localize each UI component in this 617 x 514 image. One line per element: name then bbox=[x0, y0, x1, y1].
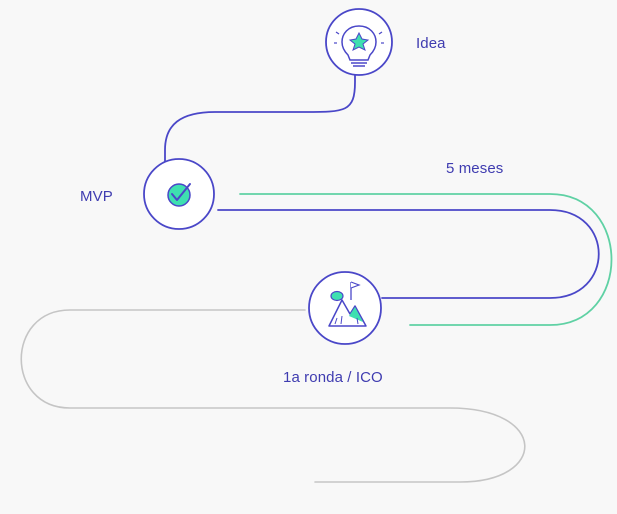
duration-label: 5 meses bbox=[446, 160, 504, 177]
future-path bbox=[20, 309, 526, 483]
milestone-label-idea: Idea bbox=[416, 35, 446, 52]
lightbulb-star-icon bbox=[334, 25, 384, 67]
main-path-lower bbox=[217, 209, 600, 299]
milestone-idea-node bbox=[325, 8, 393, 76]
duration-path bbox=[239, 193, 613, 326]
checkmark-icon bbox=[167, 183, 191, 207]
main-path bbox=[164, 69, 356, 171]
milestone-mvp-node bbox=[143, 158, 215, 230]
milestone-label-ico: 1a ronda / ICO bbox=[283, 369, 383, 386]
mountain-flag-icon bbox=[328, 281, 367, 327]
milestone-ico-node bbox=[308, 271, 382, 345]
milestone-label-mvp: MVP bbox=[80, 188, 113, 205]
